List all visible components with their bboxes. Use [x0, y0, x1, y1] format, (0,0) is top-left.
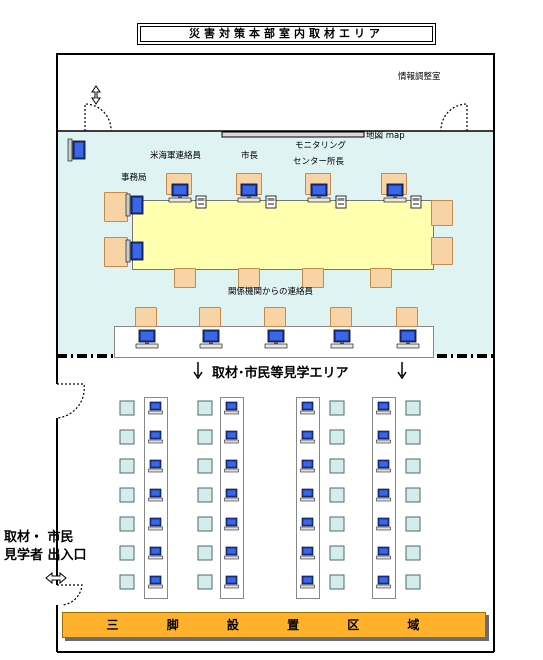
outer-wall-top	[56, 53, 495, 131]
entrance-label-1: 取材・ 市民	[4, 530, 74, 545]
chair	[104, 237, 128, 267]
monitoring-label-2: センター所長	[293, 157, 345, 167]
up-down-arrow-icon	[91, 85, 101, 105]
entrance-door	[57, 584, 83, 606]
press-door	[56, 383, 85, 419]
page-title: 災害対策本部室内取材エリア	[137, 23, 436, 45]
monitoring-label-1: モニタリング	[295, 141, 347, 151]
chair	[396, 307, 418, 327]
chair	[431, 200, 453, 226]
down-arrow-icon	[193, 362, 203, 380]
chair	[302, 268, 324, 288]
main-conference-table	[132, 200, 434, 270]
press-desk	[296, 397, 320, 599]
chair	[166, 173, 192, 195]
tripod-zone-label: 三 脚 設 置 区 域	[106, 618, 442, 632]
secretariat-label: 事務局	[121, 173, 147, 183]
press-desk	[220, 397, 244, 599]
tripod-zone: 三 脚 設 置 区 域	[62, 612, 486, 638]
chair	[264, 307, 286, 327]
down-arrow-icon	[397, 362, 407, 380]
info-door-right	[440, 103, 468, 132]
usfj-label: 米海軍連絡員	[150, 151, 202, 161]
entrance-label-2: 見学者 出入口	[4, 548, 87, 563]
info-door-left	[84, 103, 112, 132]
press-desk	[372, 397, 396, 599]
chair	[199, 307, 221, 327]
chair	[238, 268, 260, 288]
mayor-label: 市長	[241, 151, 259, 161]
map-label: 地図 map	[366, 131, 405, 141]
chair	[305, 173, 331, 195]
press-area-label: 取材･市民等見学エリア	[212, 366, 349, 381]
chair	[104, 192, 128, 222]
info-room-label: 情報調整室	[398, 72, 441, 82]
chair	[431, 237, 453, 265]
map-panel	[221, 131, 365, 138]
chair	[370, 268, 392, 288]
agencies-label: 関係機関からの連絡員	[228, 287, 314, 297]
left-right-arrow-icon	[45, 571, 67, 585]
chair	[381, 173, 407, 195]
chair	[174, 268, 196, 288]
press-desk	[144, 397, 168, 599]
agencies-desk	[114, 326, 434, 358]
chair	[236, 173, 262, 195]
chair	[330, 307, 352, 327]
chair	[135, 307, 157, 327]
